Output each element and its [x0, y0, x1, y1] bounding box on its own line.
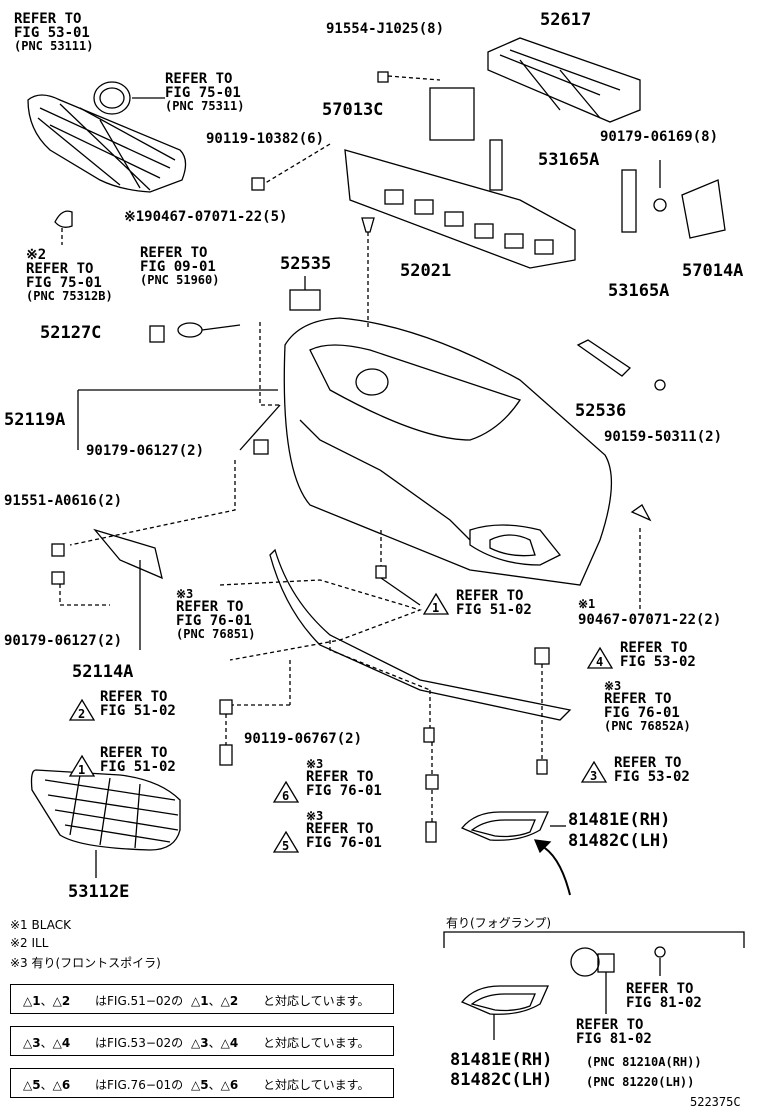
- part-90467-top: ※190467-07071-22(5): [124, 209, 288, 225]
- note-2-ill: ※2 ILL: [10, 936, 49, 950]
- absorber-52617: [487, 37, 641, 123]
- figure-id: 522375C: [690, 1095, 741, 1109]
- legend-tri-b: △3、△4: [191, 1036, 239, 1050]
- bracket-57013C: [429, 87, 475, 141]
- triangle-3: [580, 760, 608, 783]
- part-90467-right: 90467-07071-22(2): [578, 612, 722, 628]
- part-57013C: 57013C: [322, 100, 384, 120]
- part-53165A-upper: 53165A: [538, 150, 600, 170]
- part-81481E-b: 81481E(RH): [450, 1050, 553, 1070]
- bracket-57014A: [681, 179, 726, 239]
- part-52617: 52617: [540, 10, 592, 30]
- legend-tail: と対応しています。: [263, 1036, 370, 1050]
- part-90179-06127-a: 90179-06127(2): [86, 443, 205, 459]
- part-81482C: 81482C(LH): [568, 831, 671, 851]
- spoiler-76851: [269, 548, 572, 721]
- bracket-53165A: [489, 139, 503, 191]
- upper-grille-part: [27, 94, 187, 193]
- emblem-part: [93, 81, 131, 115]
- legend-fig: はFIG.76−01の: [95, 1078, 184, 1092]
- legend-tri-b: △5、△6: [191, 1078, 239, 1092]
- part-91551: 91551-A0616(2): [4, 493, 123, 509]
- part-53112E: 53112E: [68, 882, 130, 902]
- part-90119-10382: 90119-10382(6): [206, 131, 325, 147]
- bracket-52127C: [149, 325, 165, 343]
- legend-row-2: △3、△4 はFIG.53−02の △3、△4 と対応しています。: [10, 1026, 394, 1056]
- triangle-1-left: [68, 754, 96, 777]
- legend-tail: と対応しています。: [263, 994, 370, 1008]
- part-90159-50311: 90159-50311(2): [604, 429, 723, 445]
- legend-tri-a: △1、△2: [23, 994, 71, 1008]
- part-52119A: 52119A: [4, 410, 66, 430]
- part-52127C: 52127C: [40, 323, 102, 343]
- triangle-5: [272, 830, 300, 853]
- part-52114A: 52114A: [72, 662, 134, 682]
- triangle-3-label: 3: [590, 769, 598, 783]
- legend-tri-b: △1、△2: [191, 994, 239, 1008]
- part-90179-06127-b: 90179-06127(2): [4, 633, 123, 649]
- note-mark-1: ※1: [578, 597, 596, 611]
- part-90119-06767: 90119-06767(2): [244, 731, 363, 747]
- part-81481E: 81481E(RH): [568, 810, 671, 830]
- legend-tri-a: △3、△4: [23, 1036, 71, 1050]
- legend-row-3: △5、△6 はFIG.76−01の △5、△6 と対応しています。: [10, 1068, 394, 1098]
- triangle-2: [68, 698, 96, 721]
- legend-tri-a: △5、△6: [23, 1078, 71, 1092]
- lower-grille-53112E: [30, 769, 181, 851]
- bracket-52114A: [93, 528, 163, 580]
- note-3-spoiler: ※3 有り(フロントスポイラ): [10, 956, 161, 970]
- part-57014A: 57014A: [682, 261, 744, 281]
- triangle-6: [272, 780, 300, 803]
- bracket-53165A-right: [621, 169, 637, 233]
- legend-fig: はFIG.53−02の: [95, 1036, 184, 1050]
- part-53165A-right: 53165A: [608, 281, 670, 301]
- fog-bezel: [460, 811, 550, 841]
- triangle-1-center: [422, 592, 450, 615]
- pnc-81210A: (PNC 81210A(RH)): [586, 1055, 702, 1069]
- triangle-6-label: 6: [282, 789, 290, 803]
- part-52535: 52535: [280, 254, 332, 274]
- clip-part: [54, 210, 73, 228]
- bumper-cover-52119A: [283, 317, 613, 586]
- triangle-5-label: 5: [282, 839, 290, 853]
- legend-fig: はFIG.51−02の: [95, 994, 184, 1008]
- part-91554: 91554-J1025(8): [326, 21, 445, 37]
- pnc-81220: (PNC 81220(LH)): [586, 1075, 695, 1089]
- fog-lamp: [570, 947, 600, 977]
- part-81482C-b: 81482C(LH): [450, 1070, 553, 1090]
- bracket-52536: [576, 339, 632, 377]
- part-90179-06169: 90179-06169(8): [600, 129, 719, 145]
- triangle-4-label: 4: [596, 655, 604, 669]
- reinforcement-52021: [344, 149, 576, 269]
- part-52021: 52021: [400, 261, 452, 281]
- triangle-4: [586, 646, 614, 669]
- fog-bezel-2: [460, 985, 550, 1015]
- fog-lamp-header: 有り(フォグランプ): [446, 916, 552, 930]
- legend-row-1: △1、△2 はFIG.51−02の △1、△2 と対応しています。: [10, 984, 394, 1014]
- triangle-1-left-label: 1: [78, 763, 86, 777]
- triangle-1-center-label: 1: [432, 601, 440, 615]
- triangle-2-label: 2: [78, 707, 86, 721]
- legend-tail: と対応しています。: [263, 1078, 370, 1092]
- part-52536: 52536: [575, 401, 627, 421]
- note-1-black: ※1 BLACK: [10, 918, 71, 932]
